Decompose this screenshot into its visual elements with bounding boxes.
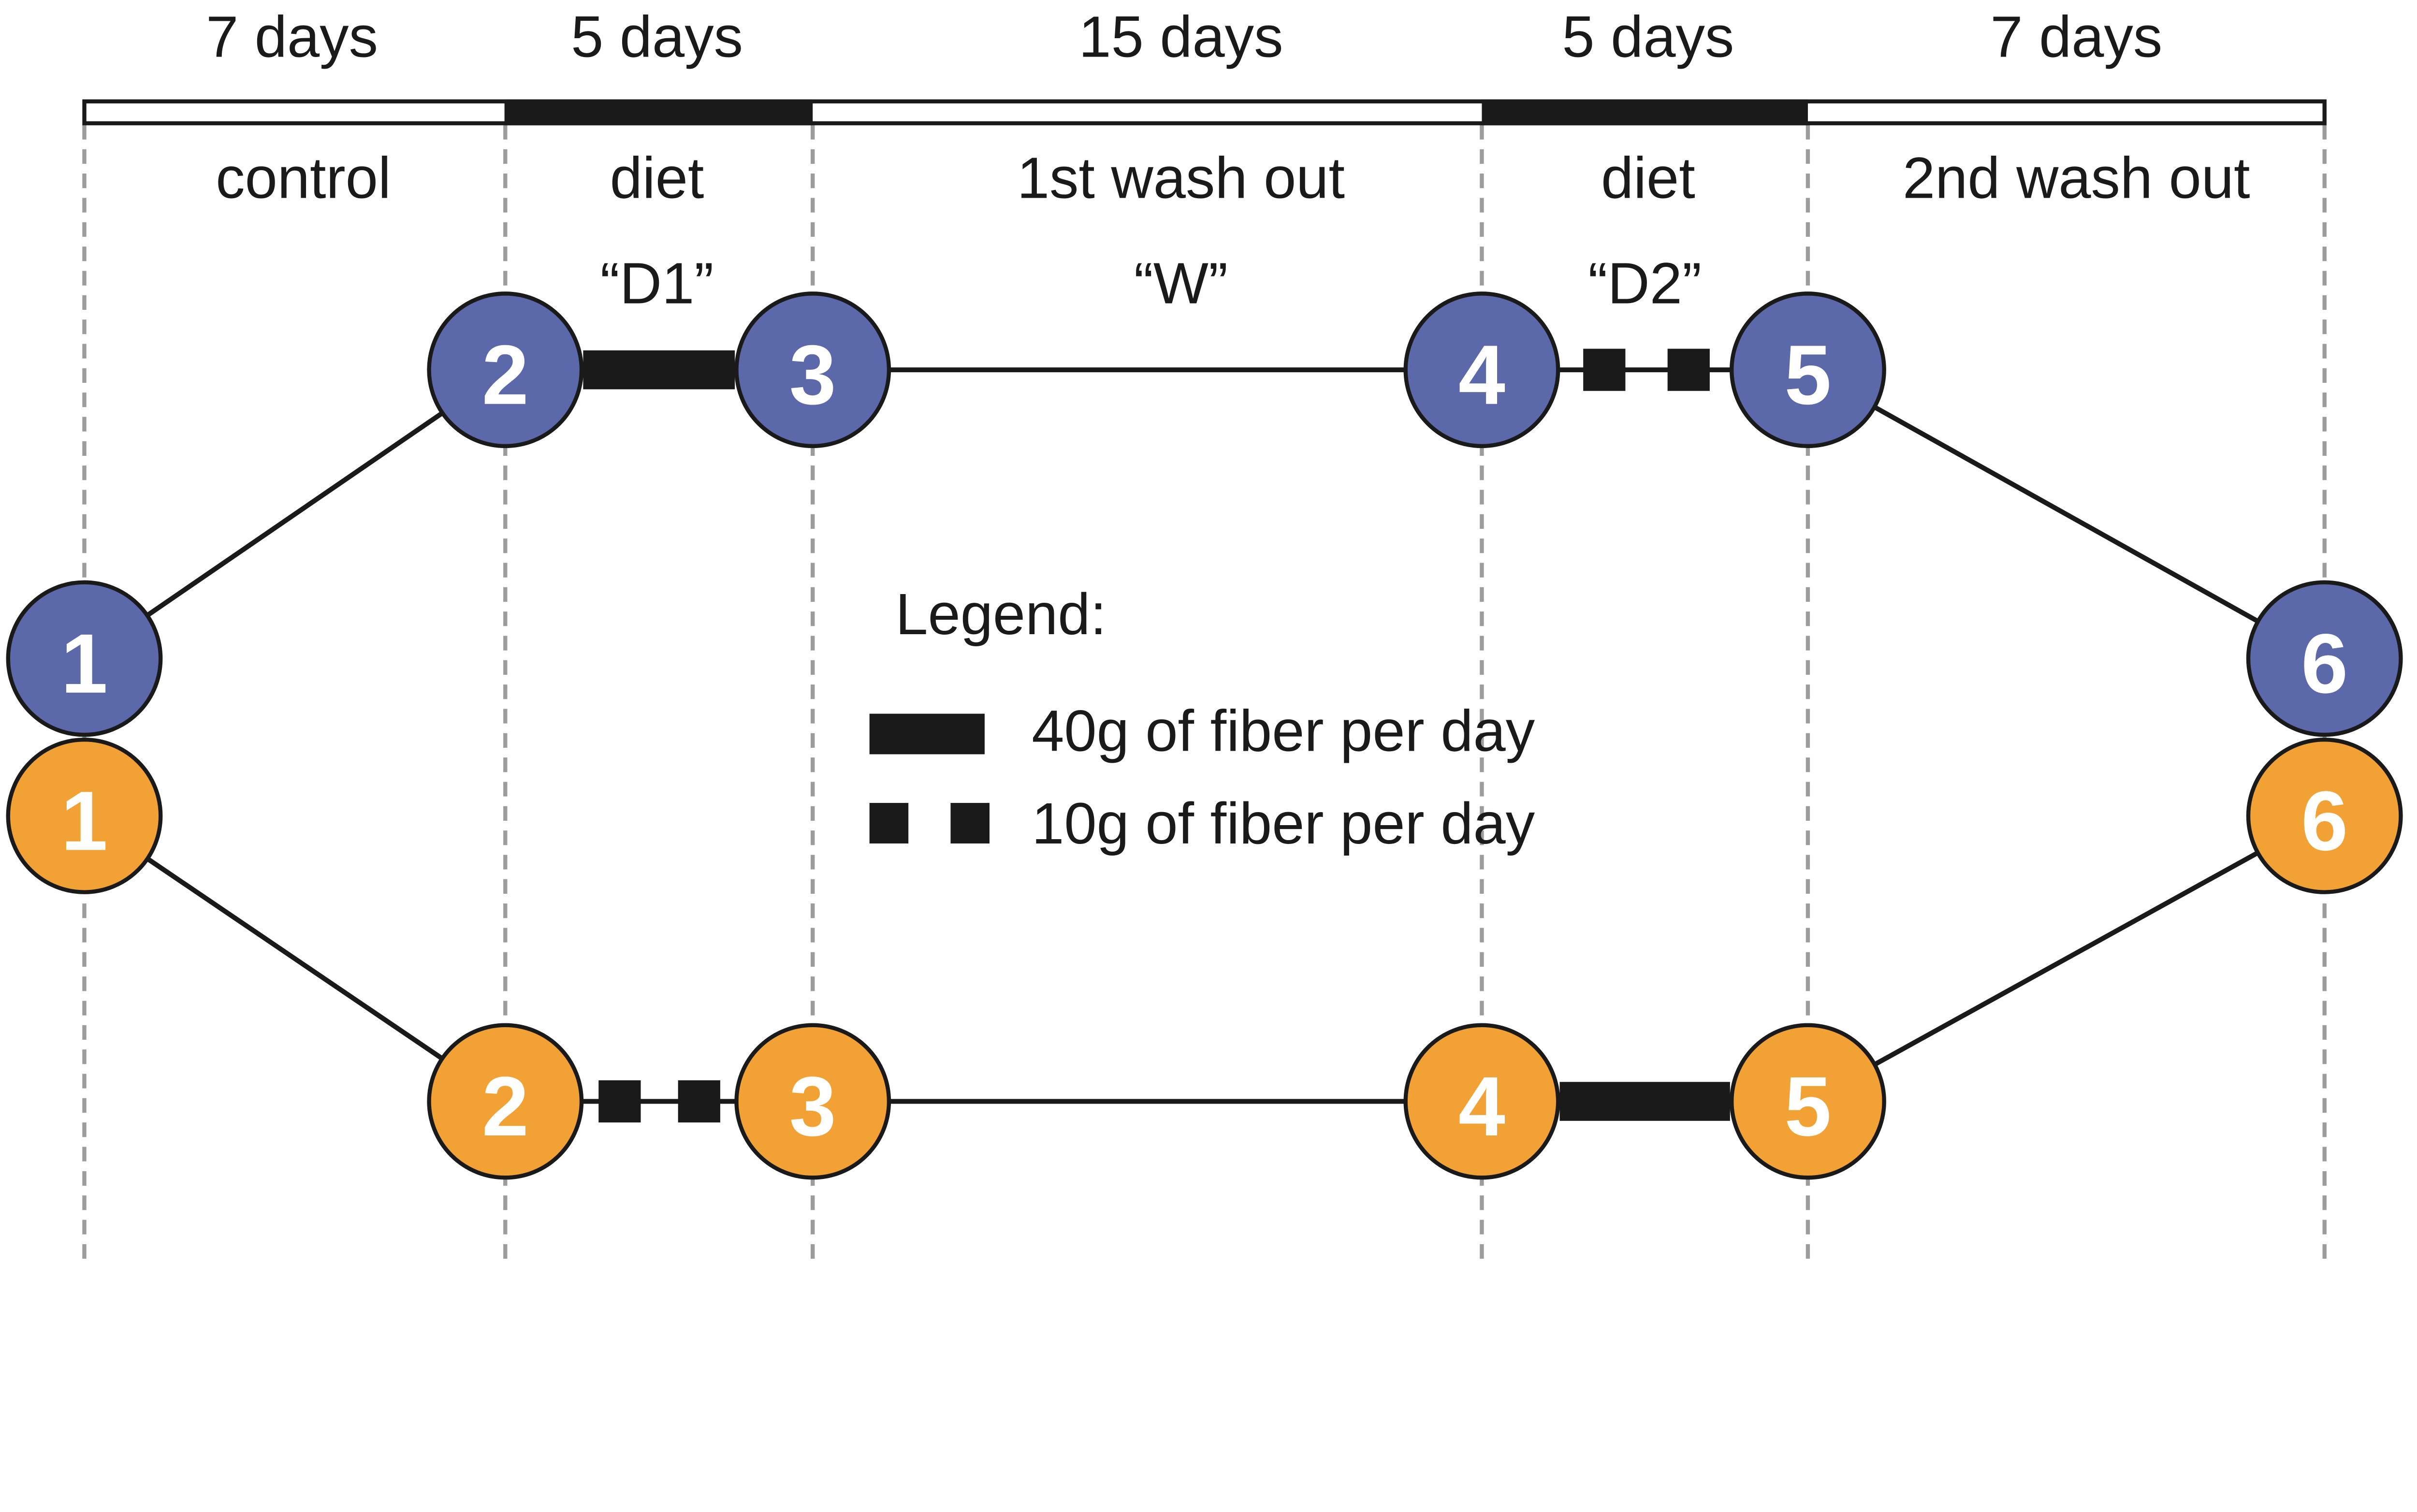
arm-a-line-5-6 [1806, 367, 2326, 661]
node-number: 5 [1784, 328, 1831, 422]
arm-b-10g-square [678, 1080, 720, 1123]
phase-name-label: diet [610, 145, 704, 210]
arm-a-line-1-2 [83, 367, 507, 661]
node-number: 2 [482, 1059, 529, 1153]
node-number: 4 [1458, 328, 1505, 422]
arm-b-line-1-2 [83, 814, 507, 1104]
crossover-study-diagram: 7 days 5 days 15 days 5 days 7 days cont… [6, 4, 2403, 1269]
study-node-b4 [1403, 1023, 1560, 1180]
study-node-a3 [734, 291, 891, 449]
study-node-b6 [2246, 738, 2403, 894]
node-number: 1 [61, 616, 108, 711]
phase-duration-label: 7 days [1990, 4, 2162, 69]
phase-name-label: control [216, 145, 391, 210]
study-node-b1 [6, 738, 163, 894]
phase-duration-label: 5 days [571, 4, 743, 69]
node-number: 3 [789, 1059, 836, 1153]
arm-a-10g-square [1667, 349, 1710, 391]
diet-period-fill-1 [504, 99, 813, 126]
study-node-b2 [427, 1023, 584, 1180]
study-node-b5 [1730, 1023, 1886, 1180]
node-number: 6 [2301, 773, 2348, 868]
phase-codes: “D1” “W” “D2” [600, 251, 1702, 316]
node-number: 2 [482, 328, 529, 422]
phase-labels: control diet 1st wash out diet 2nd wash … [216, 145, 2250, 210]
phase-name-label: 1st wash out [1017, 145, 1345, 210]
legend: Legend: 40g of fiber per day 10g of fibe… [869, 582, 1535, 856]
study-node-b3 [734, 1023, 891, 1180]
legend-item-label: 10g of fiber per day [1032, 791, 1535, 856]
phase-code-label: “W” [1134, 251, 1228, 316]
study-node-a5 [1730, 291, 1886, 449]
phase-name-label: diet [1601, 145, 1695, 210]
phase-code-label: “D2” [1588, 251, 1702, 316]
phase-duration-label: 15 days [1078, 4, 1283, 69]
node-number: 1 [61, 773, 108, 868]
arm-b-40g-bar-4-5 [1559, 1082, 1730, 1121]
node-number: 4 [1458, 1059, 1505, 1153]
node-number: 5 [1784, 1059, 1831, 1153]
legend-10g-swatch [869, 803, 909, 843]
study-node-a2 [427, 291, 584, 449]
legend-title: Legend: [895, 582, 1107, 647]
timeline [82, 99, 2327, 126]
study-node-a4 [1403, 291, 1560, 449]
legend-40g-swatch [869, 713, 985, 755]
phase-duration-label: 7 days [206, 4, 378, 69]
arm-a-nodes: 1 2 3 4 5 6 [6, 291, 2403, 737]
phase-duration-label: 5 days [1562, 4, 1734, 69]
study-node-a1 [6, 580, 163, 737]
timeline-bar [82, 99, 2327, 126]
arm-a-40g-bar-2-3 [583, 350, 735, 390]
phase-name-label: 2nd wash out [1903, 145, 2250, 210]
arm-b-line-5-6 [1806, 814, 2326, 1104]
legend-10g-swatch [950, 803, 990, 843]
arm-a-10g-square [1583, 349, 1626, 391]
legend-item-label: 40g of fiber per day [1032, 698, 1535, 764]
node-number: 3 [789, 328, 836, 422]
arm-b-nodes: 1 2 3 4 5 6 [6, 738, 2403, 1180]
arm-b-10g-square [598, 1080, 641, 1123]
node-number: 6 [2301, 616, 2348, 711]
study-design-figure: 7 days 5 days 15 days 5 days 7 days cont… [6, 4, 2403, 1269]
duration-labels: 7 days 5 days 15 days 5 days 7 days [206, 4, 2162, 69]
diet-period-fill-2 [1482, 99, 1808, 126]
phase-code-label: “D1” [600, 251, 714, 316]
study-node-a6 [2246, 580, 2403, 737]
